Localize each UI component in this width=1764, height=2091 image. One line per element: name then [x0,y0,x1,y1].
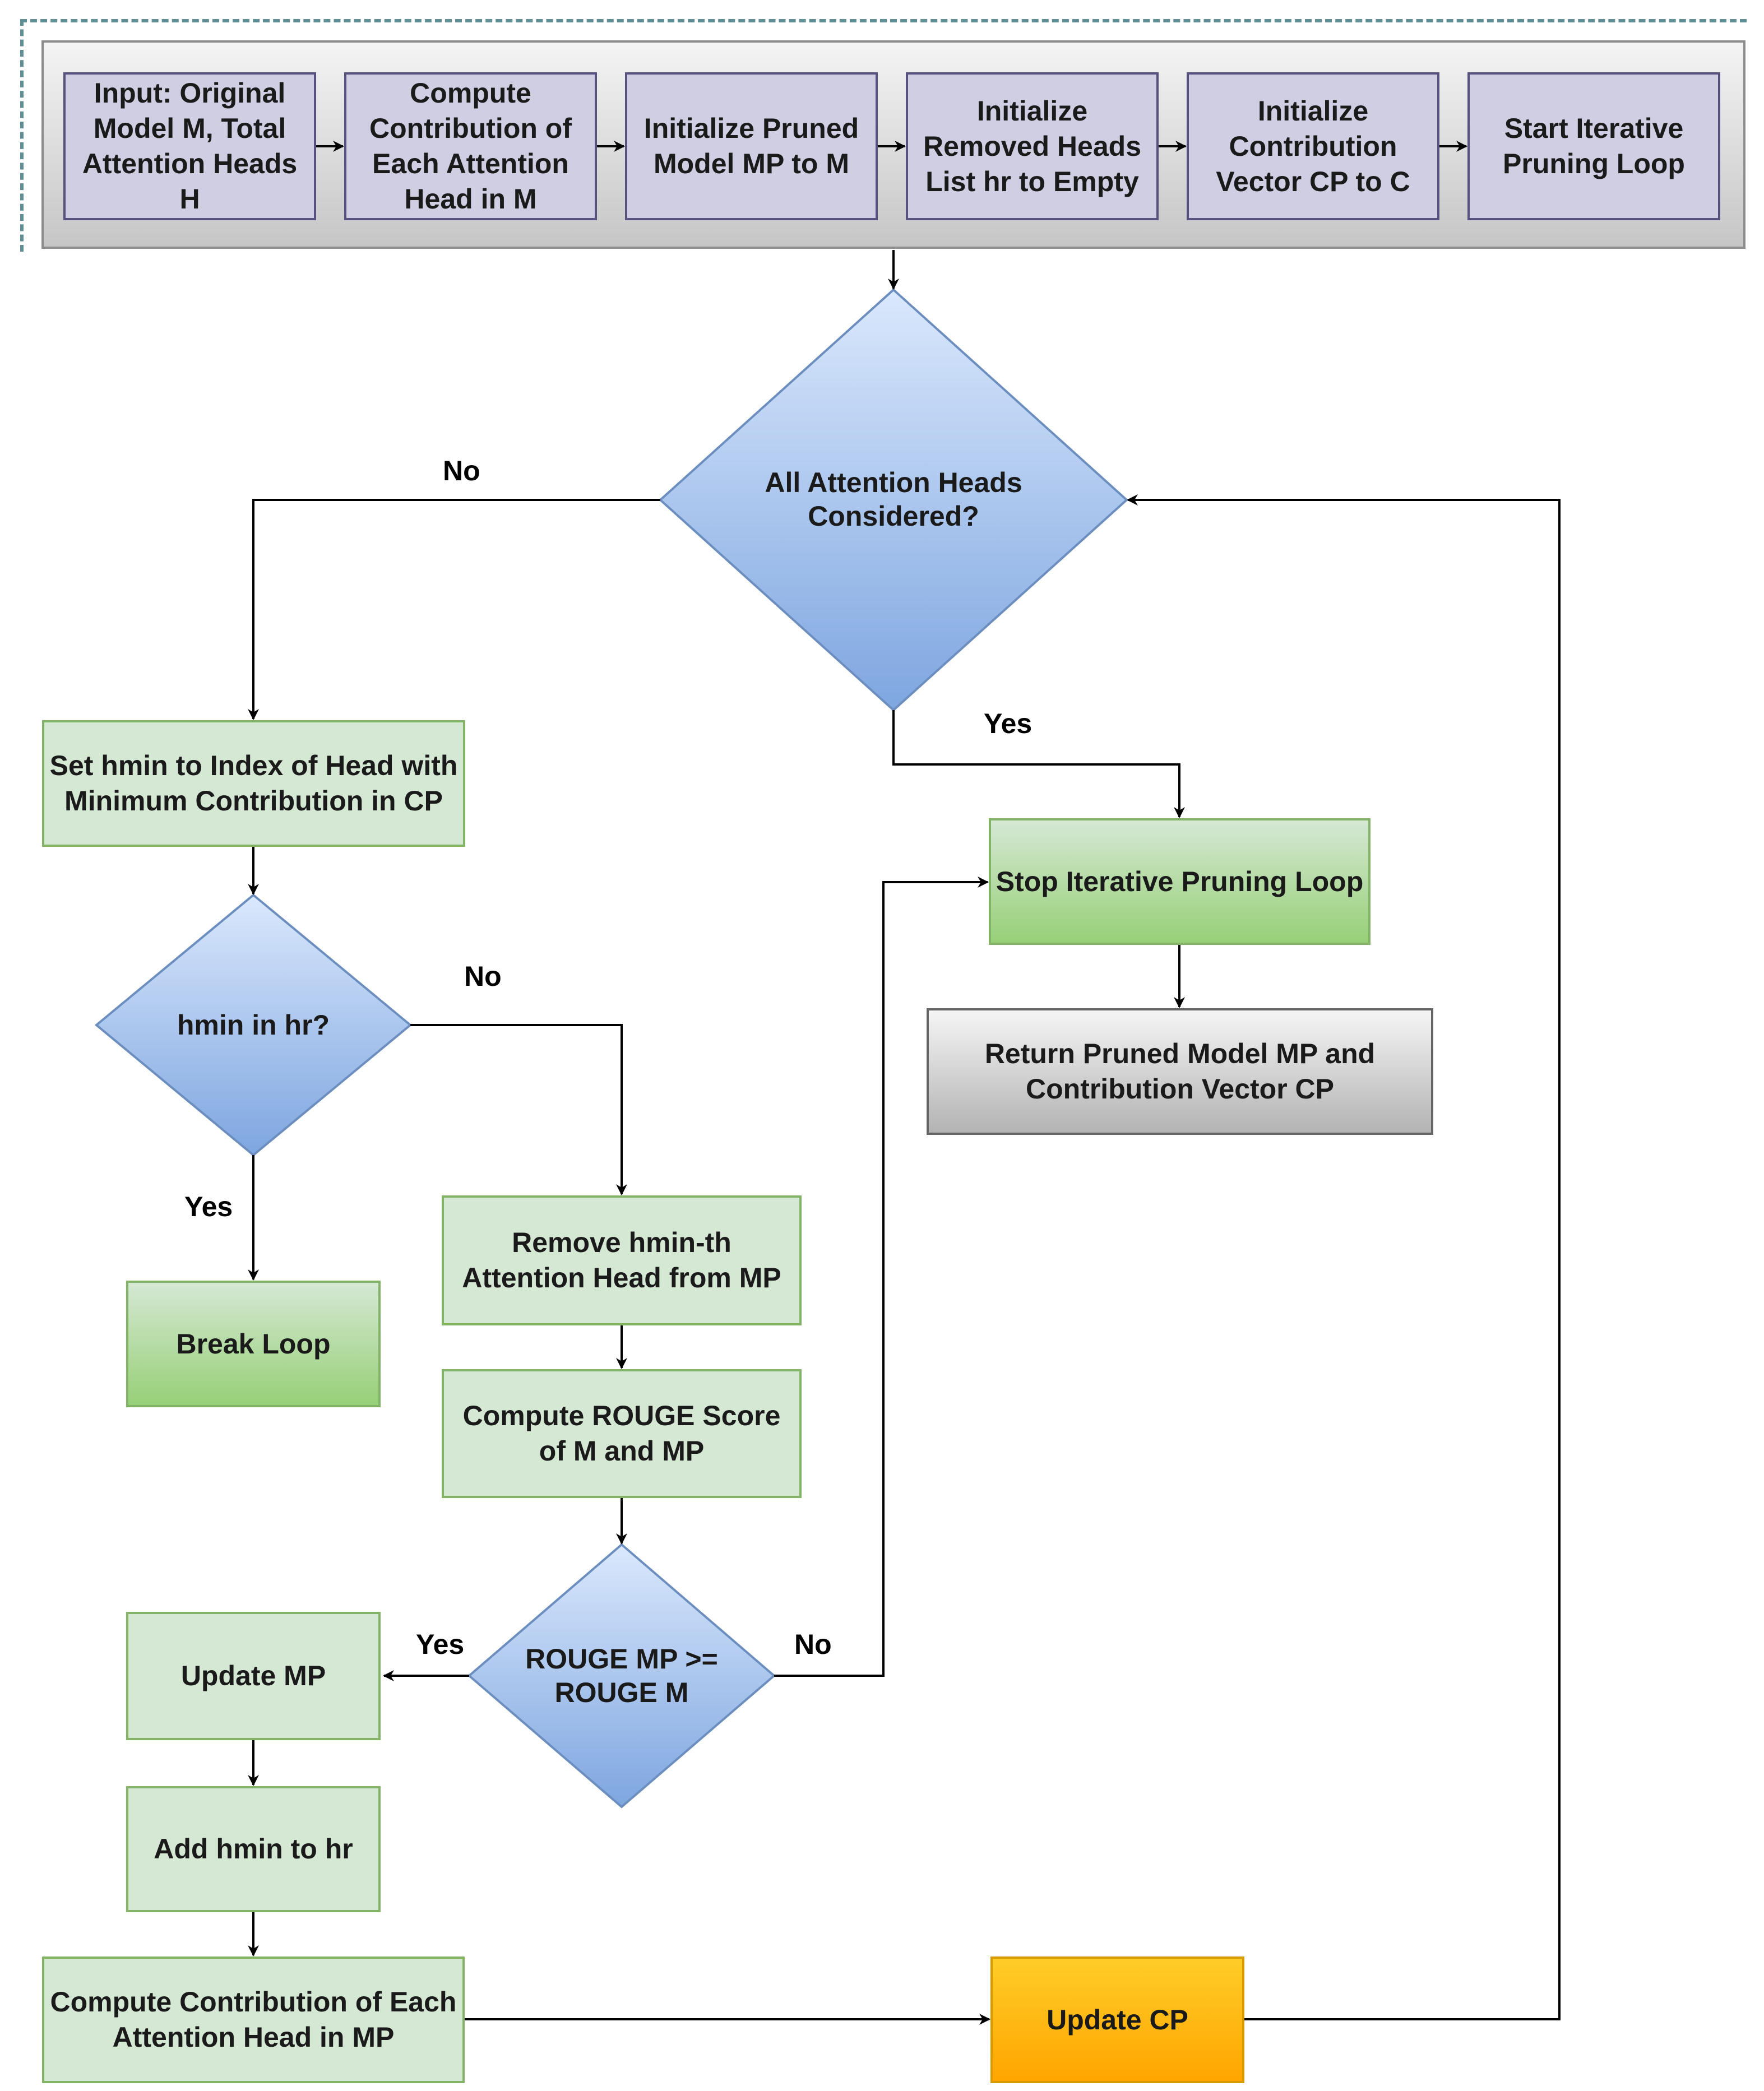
update-mp-box: Update MP [126,1612,381,1740]
edge-label-no-hmin: No [464,961,502,992]
remove-head-box: Remove hmin-th Attention Head from MP [442,1195,802,1325]
step-init-removed-heads: Initialize Removed Heads List hr to Empt… [906,72,1159,220]
step-compute-contribution: Compute Contribution of Each Attention H… [344,72,597,220]
step-init-contribution-vector: Initialize Contribution Vector CP to C [1187,72,1439,220]
step-start-loop-label: Start Iterative Pruning Loop [1503,113,1685,179]
edge-label-no-all-heads: No [443,455,480,486]
set-hmin-label: Set hmin to Index of Head with Minimum C… [49,750,458,817]
edge-label-yes-rouge: Yes [416,1629,465,1660]
return-label: Return Pruned Model MP and Contribution … [984,1038,1376,1105]
step-input-model: Input: Original Model M, Total Attention… [63,72,316,220]
break-loop-box: Break Loop [126,1281,381,1407]
compute-contrib-box: Compute Contribution of Each Attention H… [42,1956,465,2083]
edge-label-yes-all-heads: Yes [984,708,1033,739]
add-hmin-box: Add hmin to hr [126,1786,381,1912]
arrow-rouge-no [774,877,989,1677]
decision-rouge-label: ROUGE MP >= ROUGE M [525,1643,718,1708]
header-dashed-frame [20,19,1747,252]
arrow-all-heads-no [248,499,660,720]
update-cp-box: Update CP [990,1956,1244,2083]
compute-contrib-label: Compute Contribution of Each Attention H… [50,1986,457,2053]
compute-rouge-label: Compute ROUGE Score of M and MP [462,1400,781,1467]
decision-rouge-shape [467,1543,776,1809]
step-compute-contribution-label: Compute Contribution of Each Attention H… [369,77,572,215]
edge-label-no-rouge: No [794,1629,832,1660]
add-hmin-label: Add hmin to hr [154,1833,353,1865]
compute-rouge-box: Compute ROUGE Score of M and MP [442,1369,802,1498]
arrow-hmin-no [410,1024,627,1195]
stop-loop-box: Stop Iterative Pruning Loop [989,818,1371,945]
update-cp-label: Update CP [1047,2004,1188,2036]
step-init-contribution-vector-label: Initialize Contribution Vector CP to C [1216,95,1410,197]
decision-hmin-label: hmin in hr? [177,1009,330,1041]
arrow-all-heads-yes [892,710,1185,818]
break-loop-label: Break Loop [176,1328,331,1360]
arrow-update-cp-loopback [1127,494,1561,2020]
step-input-model-label: Input: Original Model M, Total Attention… [82,77,298,215]
step-init-pruned-model: Initialize Pruned Model MP to M [625,72,878,220]
step-start-loop: Start Iterative Pruning Loop [1467,72,1720,220]
step-init-removed-heads-label: Initialize Removed Heads List hr to Empt… [923,95,1142,197]
edge-label-yes-hmin: Yes [184,1191,233,1222]
return-box: Return Pruned Model MP and Contribution … [927,1008,1433,1135]
stop-loop-label: Stop Iterative Pruning Loop [996,865,1364,897]
decision-all-heads-label: All Attention Heads Considered? [765,467,1022,532]
set-hmin-box: Set hmin to Index of Head with Minimum C… [42,720,465,847]
step-init-pruned-model-label: Initialize Pruned Model MP to M [643,113,859,179]
update-mp-label: Update MP [180,1660,326,1691]
remove-head-label: Remove hmin-th Attention Head from MP [462,1227,781,1293]
